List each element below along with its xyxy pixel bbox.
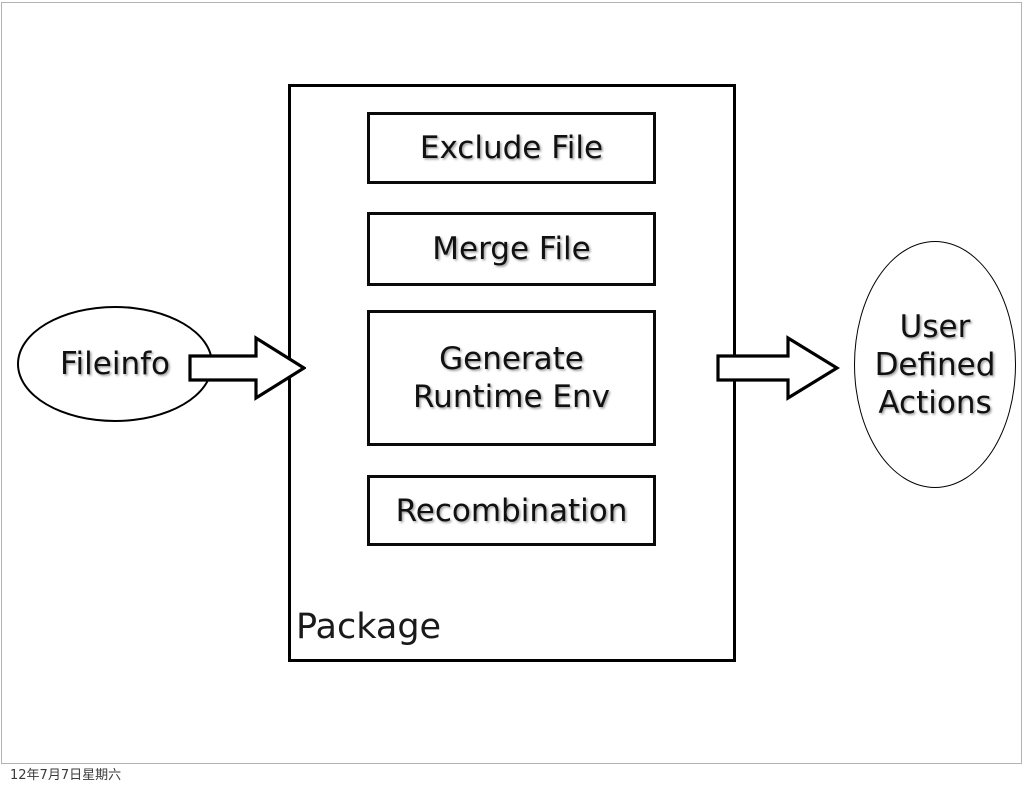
step-box-recombination[interactable]: Recombination [367,475,656,546]
step-label-exclude-file: Exclude File [419,130,604,166]
block-arrow-fileinfo-to-package [188,334,306,402]
step-label-recombination: Recombination [395,492,628,529]
step-box-merge-file[interactable]: Merge File [367,212,656,286]
actor-user-defined-actions-label: User Defined Actions [874,308,996,421]
actor-ellipse-fileinfo[interactable]: Fileinfo [17,306,213,422]
block-arrow-package-to-actions [716,334,840,402]
step-box-exclude-file[interactable]: Exclude File [367,112,656,184]
package-container-label: Package [296,607,442,647]
actor-ellipse-user-defined-actions[interactable]: User Defined Actions [854,241,1016,488]
step-box-generate-runtime-env[interactable]: Generate Runtime Env [367,310,656,446]
step-label-generate-runtime-env: Generate Runtime Env [413,341,610,415]
step-label-merge-file: Merge File [432,231,591,267]
footer-date: 12年7月7日星期六 [10,768,122,783]
actor-fileinfo-label: Fileinfo [59,346,170,382]
